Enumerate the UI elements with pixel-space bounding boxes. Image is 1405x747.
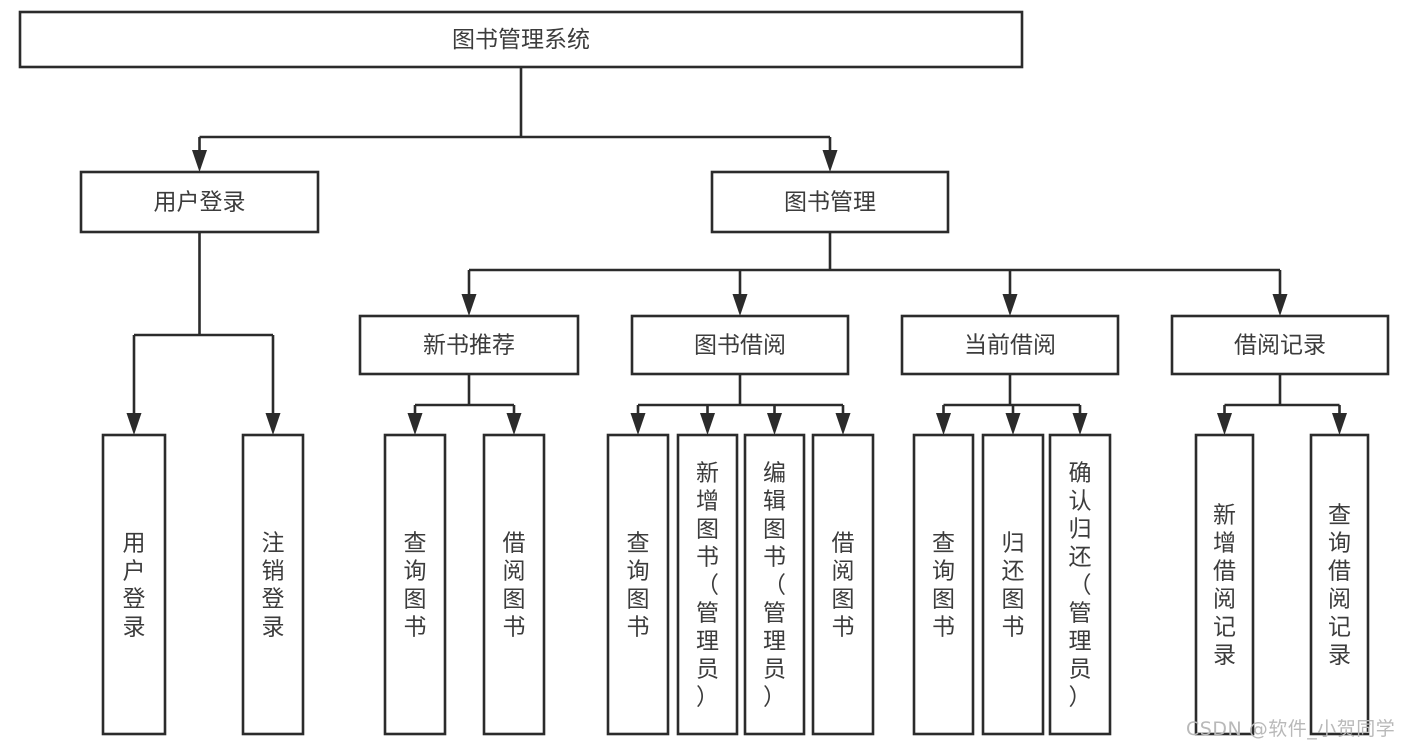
node-box-leaf-add-book[interactable] [676,433,739,736]
node-box-leaf-return-book[interactable] [981,433,1045,736]
node-box-leaf-user-login[interactable] [101,433,167,736]
node-leaf-borrow-book-2[interactable]: 借阅图书 [811,433,875,736]
csdn-watermark: CSDN @软件_小贺同学 [1186,718,1396,740]
node-label-leaf-edit-book: 编辑图书（管理员） [763,460,786,710]
node-layer: 图书管理系统用户登录图书管理新书推荐图书借阅当前借阅借阅记录用户登录注销登录查询… [18,10,1390,736]
node-label-current-borrow: 当前借阅 [964,333,1056,359]
node-leaf-return-book[interactable]: 归还图书 [981,433,1045,736]
node-label-leaf-return-book: 归还图书 [1002,530,1025,640]
node-box-new-book-recommend[interactable] [358,314,580,376]
node-root[interactable]: 图书管理系统 [18,10,1024,69]
node-label-leaf-query-record: 查询借阅记录 [1328,502,1351,668]
connector-group-book-borrow [630,374,851,435]
node-box-leaf-query-book-1[interactable] [383,433,447,736]
node-leaf-query-record[interactable]: 查询借阅记录 [1309,433,1370,736]
node-label-leaf-query-book-3: 查询图书 [932,530,955,640]
node-label-leaf-borrow-book-2: 借阅图书 [832,530,855,640]
node-label-book-borrow: 图书借阅 [694,333,786,359]
node-box-current-borrow[interactable] [900,314,1120,376]
node-box-leaf-query-book-3[interactable] [912,433,975,736]
node-box-book-manage[interactable] [710,170,950,234]
node-label-root: 图书管理系统 [452,27,590,53]
node-label-leaf-add-book: 新增图书（管理员） [696,460,719,710]
node-box-leaf-logout[interactable] [241,433,305,736]
connector-group-book-manage [461,232,1288,316]
connector-group-root [192,67,838,172]
node-label-leaf-query-book-2: 查询图书 [627,530,650,640]
node-box-leaf-borrow-book-2[interactable] [811,433,875,736]
node-user-login[interactable]: 用户登录 [79,170,320,234]
node-label-leaf-query-book-1: 查询图书 [404,530,427,640]
node-leaf-confirm-return[interactable]: 确认归还（管理员） [1048,433,1112,736]
connector-group-new-book-recommend [407,374,522,435]
node-leaf-query-book-1[interactable]: 查询图书 [383,433,447,736]
node-box-leaf-query-book-2[interactable] [606,433,670,736]
node-box-borrow-record[interactable] [1170,314,1390,376]
node-label-user-login: 用户登录 [154,190,246,216]
node-label-leaf-user-login: 用户登录 [123,530,146,640]
node-borrow-record[interactable]: 借阅记录 [1170,314,1390,376]
node-label-book-manage: 图书管理 [784,190,876,216]
node-leaf-add-book[interactable]: 新增图书（管理员） [676,433,739,736]
node-box-leaf-add-record[interactable] [1194,433,1255,736]
node-leaf-query-book-2[interactable]: 查询图书 [606,433,670,736]
node-label-new-book-recommend: 新书推荐 [423,333,515,359]
node-box-leaf-borrow-book-1[interactable] [482,433,546,736]
node-leaf-query-book-3[interactable]: 查询图书 [912,433,975,736]
node-leaf-user-login[interactable]: 用户登录 [101,433,167,736]
node-label-leaf-add-record: 新增借阅记录 [1213,502,1236,668]
node-box-leaf-confirm-return[interactable] [1048,433,1112,736]
node-book-manage[interactable]: 图书管理 [710,170,950,234]
node-box-leaf-edit-book[interactable] [743,433,806,736]
node-leaf-add-record[interactable]: 新增借阅记录 [1194,433,1255,736]
node-leaf-edit-book[interactable]: 编辑图书（管理员） [743,433,806,736]
node-label-leaf-borrow-book-1: 借阅图书 [503,530,526,640]
node-leaf-logout[interactable]: 注销登录 [241,433,305,736]
connector-group-user-login [126,232,281,435]
node-box-root[interactable] [18,10,1024,69]
node-label-leaf-confirm-return: 确认归还（管理员） [1069,460,1092,710]
node-leaf-borrow-book-1[interactable]: 借阅图书 [482,433,546,736]
node-box-book-borrow[interactable] [630,314,850,376]
node-label-leaf-logout: 注销登录 [262,530,285,640]
connector-layer [126,67,1347,435]
connector-group-current-borrow [936,374,1088,435]
node-box-leaf-query-record[interactable] [1309,433,1370,736]
node-box-user-login[interactable] [79,170,320,234]
connector-group-borrow-record [1217,374,1347,435]
node-label-borrow-record: 借阅记录 [1234,333,1326,359]
node-new-book-recommend[interactable]: 新书推荐 [358,314,580,376]
node-book-borrow[interactable]: 图书借阅 [630,314,850,376]
node-current-borrow[interactable]: 当前借阅 [900,314,1120,376]
